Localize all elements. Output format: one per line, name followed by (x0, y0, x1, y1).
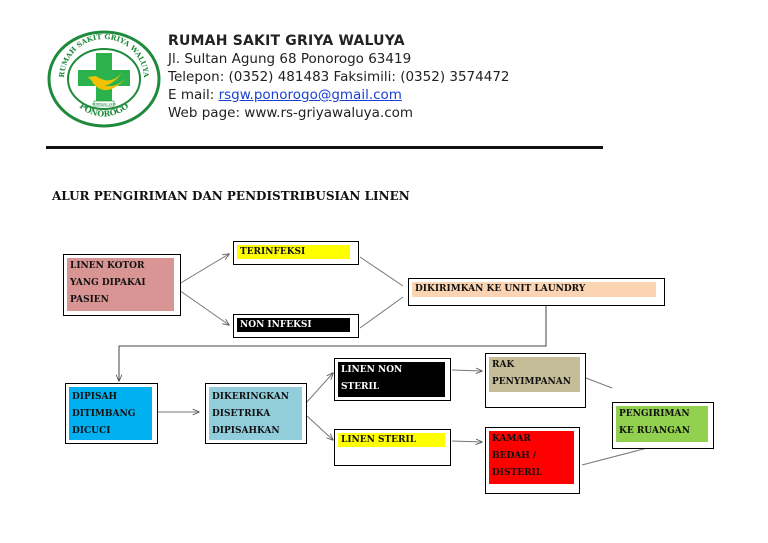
arrow-terinfeksi-laundry (359, 256, 404, 287)
header-divider (46, 146, 603, 149)
node-linen-steril-label: LINEN STERIL (338, 433, 445, 447)
node-non-infeksi: NON INFEKSI (233, 314, 359, 338)
node-laundry: DIKIRIMKAN KE UNIT LAUNDRY (408, 278, 665, 306)
node-dipisah-label: DIPISAH DITIMBANG DICUCI (69, 387, 152, 440)
node-rak-penyimpanan-label: RAK PENYIMPANAN (489, 357, 580, 392)
letterhead: RUMAH SAKIT GRIYA WALUYA Jl. Sultan Agun… (168, 32, 510, 122)
web-line: Web page: www.rs-griyawaluya.com (168, 105, 414, 121)
node-terinfeksi-label: TERINFEKSI (237, 245, 350, 259)
diagram-title: ALUR PENGIRIMAN DAN PENDISTRIBUSIAN LINE… (52, 189, 410, 203)
node-kamar-bedah: KAMAR BEDAH / DISTERIL (485, 427, 580, 494)
node-linen-kotor-label: LINEN KOTOR YANG DIPAKAI PASIEN (67, 258, 174, 311)
address-line: Jl. Sultan Agung 68 Ponorogo 63419 (168, 51, 412, 67)
arrow-kamar-pengiriman (581, 445, 656, 466)
node-dipisah: DIPISAH DITIMBANG DICUCI (65, 383, 158, 444)
node-dikeringkan-label: DIKERINGKAN DISETRIKA DIPISAHKAN (209, 387, 302, 440)
arrow-laundry-dipisah (119, 306, 547, 381)
arrow-rak-pengiriman (585, 377, 613, 389)
node-pengiriman: PENGIRIMAN KE RUANGAN (612, 402, 714, 449)
node-pengiriman-label: PENGIRIMAN KE RUANGAN (616, 406, 708, 442)
phone-line: Telepon: (0352) 481483 Faksimili: (0352)… (168, 69, 510, 85)
arrow-steril-kamar (451, 441, 482, 442)
node-rak-penyimpanan: RAK PENYIMPANAN (485, 353, 586, 408)
arrow-kotor-terinfeksi (178, 254, 229, 285)
node-non-infeksi-label: NON INFEKSI (237, 318, 350, 332)
node-dikeringkan: DIKERINGKAN DISETRIKA DIPISAHKAN (205, 383, 307, 444)
email-line: E mail: rsgw.ponorogo@gmail.com (168, 86, 510, 104)
logo-ribbon-text: SEMENJAK 1936 (92, 102, 116, 106)
email-link[interactable]: rsgw.ponorogo@gmail.com (218, 87, 402, 103)
node-linen-kotor: LINEN KOTOR YANG DIPAKAI PASIEN (63, 254, 181, 316)
email-label: E mail: (168, 87, 219, 103)
node-linen-non-steril: LINEN NON STERIL (334, 358, 451, 401)
node-terinfeksi: TERINFEKSI (233, 241, 359, 265)
arrow-noninfeksi-laundry (359, 296, 404, 329)
hospital-logo: RUMAH SAKIT GRIYA WALUYA PONOROGO SEMENJ… (47, 30, 161, 128)
logo-cross-horizontal (78, 70, 130, 86)
node-laundry-label: DIKIRIMKAN KE UNIT LAUNDRY (412, 282, 656, 297)
node-linen-non-steril-label: LINEN NON STERIL (338, 362, 445, 397)
node-kamar-bedah-label: KAMAR BEDAH / DISTERIL (489, 431, 574, 484)
arrow-kotor-noninfeksi (178, 289, 229, 325)
hospital-name: RUMAH SAKIT GRIYA WALUYA (168, 33, 405, 49)
arrow-nonsteril-rak (451, 370, 482, 371)
node-linen-steril: LINEN STERIL (334, 429, 451, 466)
arrow-dikeringkan-steril (306, 415, 333, 440)
arrow-dikeringkan-nonsteril (306, 373, 333, 403)
